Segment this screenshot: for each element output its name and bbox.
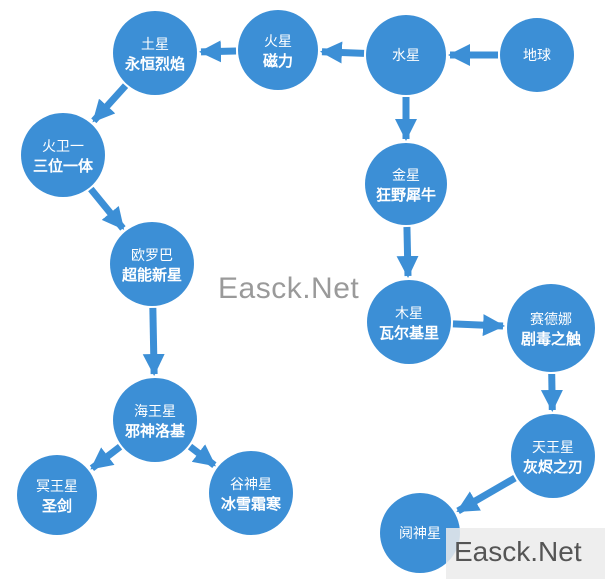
node-earth-circle bbox=[500, 18, 574, 92]
arrow-mercury-to-mars bbox=[319, 41, 365, 64]
node-saturn-title: 永恒烈焰 bbox=[124, 55, 185, 73]
node-neptune-title: 邪神洛基 bbox=[124, 422, 186, 440]
node-phobos-circle bbox=[21, 113, 105, 197]
node-yan: 阋神星 bbox=[380, 493, 460, 573]
node-uranus-name: 天王星 bbox=[532, 440, 574, 456]
node-mercury-circle bbox=[366, 15, 446, 95]
node-pluto-name: 冥王星 bbox=[36, 479, 78, 495]
node-sedna-name: 赛德娜 bbox=[530, 312, 572, 328]
node-jupiter-name: 木星 bbox=[395, 306, 423, 322]
node-europa-circle bbox=[110, 222, 194, 306]
watermark-center: Easck.Net bbox=[218, 272, 360, 305]
node-ceres-name: 谷神星 bbox=[230, 477, 272, 493]
arrow-europa-to-neptune bbox=[142, 307, 165, 377]
node-europa-title: 超能新星 bbox=[121, 266, 182, 284]
node-mercury-name: 水星 bbox=[392, 48, 420, 64]
node-phobos-name: 火卫一 bbox=[42, 139, 84, 155]
node-sedna-title: 剧毒之触 bbox=[521, 330, 581, 348]
arrow-uranus-to-yan bbox=[456, 475, 517, 514]
node-ceres-title: 冰雪霜寒 bbox=[221, 495, 282, 513]
node-phobos-title: 三位一体 bbox=[33, 157, 94, 175]
node-sedna-circle bbox=[507, 284, 595, 372]
node-uranus-title: 灰烬之刃 bbox=[523, 458, 583, 476]
arrow-mars-to-saturn bbox=[198, 40, 237, 63]
node-venus-circle bbox=[365, 143, 447, 225]
node-venus-title: 狂野犀牛 bbox=[376, 186, 436, 204]
arrow-neptune-to-pluto bbox=[89, 443, 123, 472]
node-jupiter-circle bbox=[367, 280, 451, 364]
node-pluto-title: 圣剑 bbox=[41, 497, 72, 515]
node-mercury: 水星 bbox=[366, 15, 446, 95]
arrow-neptune-to-ceres bbox=[187, 443, 217, 468]
arrow-saturn-to-phobos bbox=[91, 83, 129, 124]
node-yan-circle bbox=[380, 493, 460, 573]
node-mars-title: 磁力 bbox=[263, 52, 293, 70]
node-europa-name: 欧罗巴 bbox=[131, 248, 173, 264]
edge-layer bbox=[88, 40, 563, 514]
node-mars-name: 火星 bbox=[264, 34, 292, 50]
node-earth-name: 地球 bbox=[523, 48, 551, 64]
node-uranus-circle bbox=[511, 414, 595, 498]
watermark-corner: Easck.Net bbox=[454, 536, 582, 567]
node-layer: 地球水星火星磁力土星永恒烈焰火卫一三位一体欧罗巴超能新星海王星邪神洛基冥王星圣剑… bbox=[17, 10, 595, 573]
node-ceres-circle bbox=[209, 451, 293, 535]
arrow-sedna-to-uranus bbox=[540, 373, 563, 413]
node-earth: 地球 bbox=[500, 18, 574, 92]
node-yan-name: 阋神星 bbox=[399, 526, 441, 542]
node-pluto-circle bbox=[17, 455, 97, 535]
arrow-jupiter-to-sedna bbox=[452, 314, 506, 337]
arrow-venus-to-jupiter bbox=[396, 226, 419, 279]
node-saturn-name: 土星 bbox=[141, 37, 169, 53]
node-saturn-circle bbox=[113, 11, 197, 95]
node-neptune-circle bbox=[113, 378, 197, 462]
node-jupiter-title: 瓦尔基里 bbox=[379, 324, 439, 342]
arrow-phobos-to-europa bbox=[88, 186, 126, 231]
node-mars-circle bbox=[238, 10, 318, 90]
node-venus-name: 金星 bbox=[392, 168, 420, 184]
watermark-corner-box: Easck.Net bbox=[446, 528, 605, 579]
node-neptune-name: 海王星 bbox=[134, 404, 176, 420]
